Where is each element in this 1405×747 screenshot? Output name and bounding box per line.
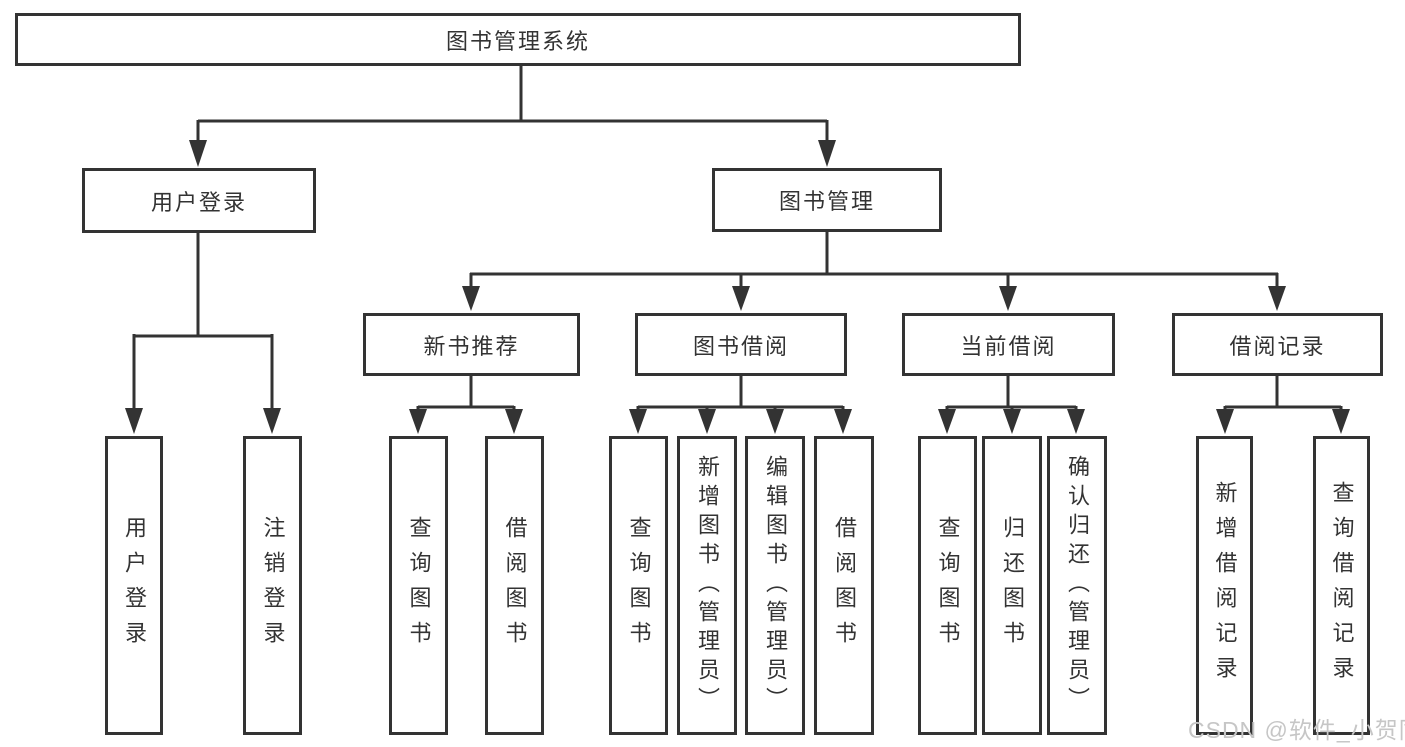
node-current-borrowing: 当前借阅 <box>902 313 1115 376</box>
leaf-return-books: 归还图书 <box>982 436 1042 735</box>
node-borrowing-records-label: 借阅记录 <box>1229 333 1326 359</box>
leaf-query-borrow-record-label: 查询借阅记录 <box>1329 480 1355 691</box>
arrowheads <box>125 140 1350 434</box>
leaf-user-login-label: 用户登录 <box>122 515 147 656</box>
leaf-add-book-admin: 新增图书（管理员） <box>677 436 737 735</box>
node-book-management-label: 图书管理 <box>778 189 875 214</box>
root-label: 图书管理系统 <box>445 28 590 54</box>
leaf-query-borrow-record: 查询借阅记录 <box>1313 436 1370 735</box>
leaf-query-books-recommend: 查询图书 <box>389 436 448 735</box>
leaf-logout-label: 注销登录 <box>260 515 286 656</box>
leaf-add-borrow-record-label: 新增借阅记录 <box>1212 480 1238 691</box>
node-new-book-recommendation-label: 新书推荐 <box>423 333 520 359</box>
leaf-query-books-current: 查询图书 <box>918 436 977 735</box>
leaf-borrow-books-recommend: 借阅图书 <box>485 436 544 735</box>
node-book-borrowing: 图书借阅 <box>635 313 847 376</box>
leaf-edit-book-admin: 编辑图书（管理员） <box>745 436 805 735</box>
leaf-logout: 注销登录 <box>243 436 302 735</box>
node-book-management: 图书管理 <box>712 168 942 232</box>
leaf-confirm-return-admin: 确认归还（管理员） <box>1047 436 1107 735</box>
leaf-user-login: 用户登录 <box>105 436 163 735</box>
leaf-query-books-recommend-label: 查询图书 <box>406 515 432 656</box>
node-current-borrowing-label: 当前借阅 <box>960 333 1057 359</box>
root-library-management-system: 图书管理系统 <box>15 13 1021 66</box>
leaf-query-books-current-label: 查询图书 <box>935 515 961 656</box>
leaf-add-book-admin-label: 新增图书（管理员） <box>695 455 720 716</box>
leaf-confirm-return-admin-label: 确认归还（管理员） <box>1065 455 1090 716</box>
leaf-return-books-label: 归还图书 <box>1000 515 1025 656</box>
leaf-borrow-books-borrowing-label: 借阅图书 <box>832 515 857 656</box>
leaf-query-books-borrowing: 查询图书 <box>609 436 668 735</box>
node-new-book-recommendation: 新书推荐 <box>363 313 580 376</box>
watermark-text: CSDN @软件_小贺同学 <box>1188 717 1405 743</box>
node-book-borrowing-label: 图书借阅 <box>692 333 789 359</box>
leaf-add-borrow-record: 新增借阅记录 <box>1196 436 1253 735</box>
node-user-login: 用户登录 <box>82 168 316 233</box>
leaf-query-books-borrowing-label: 查询图书 <box>626 515 652 656</box>
leaf-edit-book-admin-label: 编辑图书（管理员） <box>763 455 788 716</box>
node-borrowing-records: 借阅记录 <box>1172 313 1383 376</box>
leaf-borrow-books-recommend-label: 借阅图书 <box>502 515 528 656</box>
node-user-login-label: 用户登录 <box>150 189 247 215</box>
leaf-borrow-books-borrowing: 借阅图书 <box>814 436 874 735</box>
